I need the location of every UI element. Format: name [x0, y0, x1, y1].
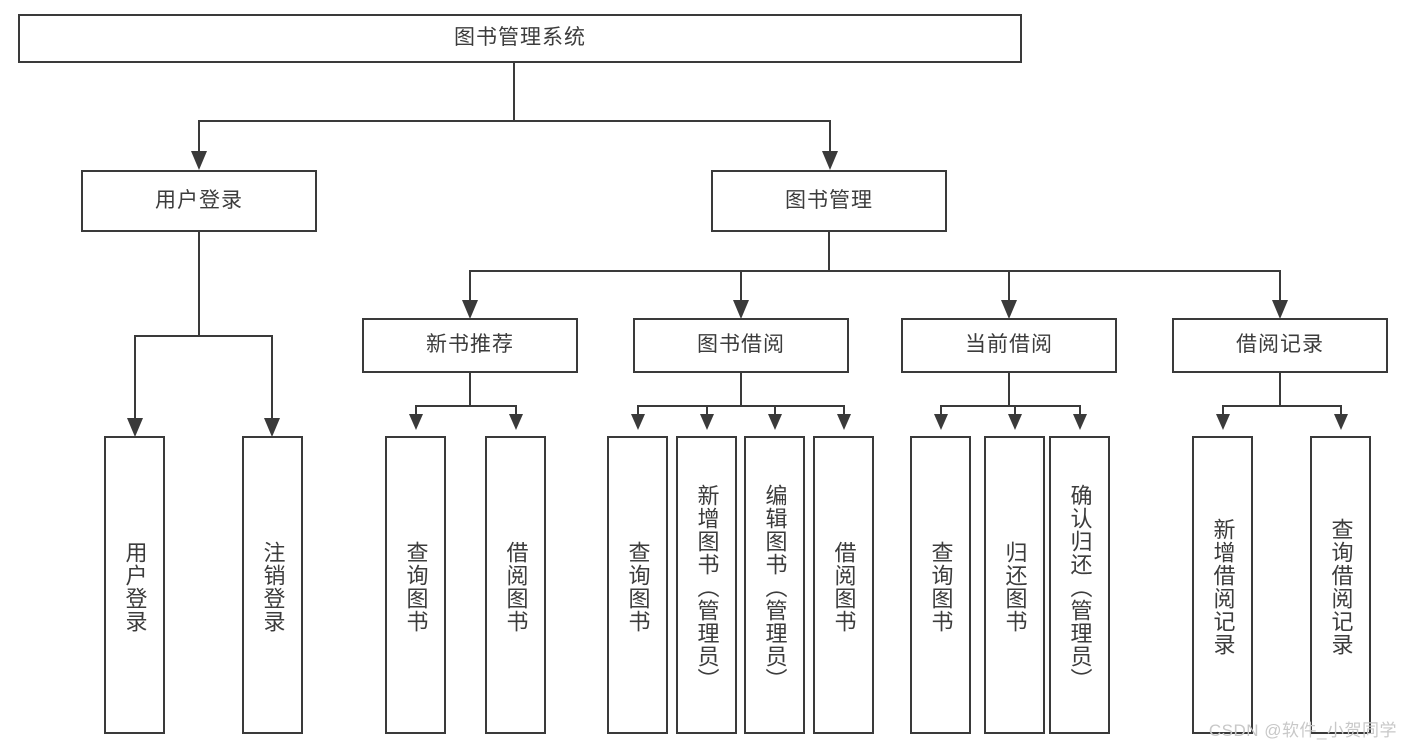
node-new-book-recommend-label: 新书推荐 [426, 333, 514, 357]
connector-bookmgmt-bus [469, 270, 1280, 272]
connector-bookborrow-drop-3 [774, 405, 776, 415]
connector-borrowrecord-drop-1 [1222, 405, 1224, 415]
arrowhead-currentborrow-leaf-1 [934, 414, 948, 430]
connector-currentborrow-drop-3 [1079, 405, 1081, 415]
connector-bookborrow-drop-2 [706, 405, 708, 415]
node-borrow-record[interactable]: 借阅记录 [1172, 318, 1388, 373]
leaf-borrow-books-label: 借阅图书 [831, 541, 857, 633]
leaf-confirm-return-admin-label: 确认归还（管理员） [1067, 483, 1093, 691]
leaf-confirm-return-admin[interactable]: 确认归还（管理员） [1049, 436, 1110, 734]
node-user-login[interactable]: 用户登录 [81, 170, 317, 232]
arrowhead-bookborrow-leaf-1 [631, 414, 645, 430]
connector-currentborrow-stem [1008, 373, 1010, 405]
connector-borrowrecord-drop-2 [1340, 405, 1342, 415]
connector-root-drop-right [829, 120, 831, 152]
connector-currentborrow-drop-1 [940, 405, 942, 415]
connector-newbook-bus [415, 405, 516, 407]
connector-root-drop-left [198, 120, 200, 152]
arrowhead-currentborrow-leaf-2 [1008, 414, 1022, 430]
leaf-newbook-borrow-books[interactable]: 借阅图书 [485, 436, 546, 734]
connector-userlogin-bus [134, 335, 273, 337]
connector-bookborrow-bus [637, 405, 844, 407]
node-book-borrow[interactable]: 图书借阅 [633, 318, 849, 373]
arrowhead-newbook-leaf-2 [509, 414, 523, 430]
arrowhead-borrowrecord-leaf-1 [1216, 414, 1230, 430]
leaf-borrow-query-books[interactable]: 查询图书 [607, 436, 668, 734]
node-current-borrow-label: 当前借阅 [965, 333, 1053, 357]
connector-newbook-drop-2 [515, 405, 517, 415]
leaf-edit-book-admin-label: 编辑图书（管理员） [762, 483, 788, 691]
arrowhead-to-book-mgmt [822, 151, 838, 170]
arrowhead-to-current-borrow [1001, 300, 1017, 319]
leaf-add-book-admin[interactable]: 新增图书（管理员） [676, 436, 737, 734]
node-borrow-record-label: 借阅记录 [1236, 333, 1324, 357]
arrowhead-newbook-leaf-1 [409, 414, 423, 430]
node-book-borrow-label: 图书借阅 [697, 333, 785, 357]
arrowhead-userlogin-leaf-1 [127, 418, 143, 437]
leaf-add-borrow-record[interactable]: 新增借阅记录 [1192, 436, 1253, 734]
connector-bookborrow-drop-4 [843, 405, 845, 415]
arrowhead-to-borrow-record [1272, 300, 1288, 319]
connector-userlogin-drop-1 [134, 335, 136, 419]
leaf-current-query-books-label: 查询图书 [928, 541, 954, 633]
arrowhead-borrowrecord-leaf-2 [1334, 414, 1348, 430]
connector-bookmgmt-stem [828, 232, 830, 270]
node-root-label: 图书管理系统 [454, 26, 586, 50]
arrowhead-to-user-login [191, 151, 207, 170]
connector-userlogin-stem [198, 232, 200, 335]
connector-bookmgmt-drop-4 [1279, 270, 1281, 301]
connector-borrowrecord-bus [1222, 405, 1340, 407]
connector-currentborrow-drop-2 [1014, 405, 1016, 415]
leaf-newbook-borrow-books-label: 借阅图书 [503, 541, 529, 633]
arrowhead-bookborrow-leaf-4 [837, 414, 851, 430]
leaf-newbook-query-books[interactable]: 查询图书 [385, 436, 446, 734]
node-book-management[interactable]: 图书管理 [711, 170, 947, 232]
node-new-book-recommend[interactable]: 新书推荐 [362, 318, 578, 373]
leaf-edit-book-admin[interactable]: 编辑图书（管理员） [744, 436, 805, 734]
connector-root-stem [513, 63, 515, 120]
leaf-borrow-query-books-label: 查询图书 [625, 541, 651, 633]
leaf-query-borrow-record[interactable]: 查询借阅记录 [1310, 436, 1371, 734]
connector-borrowrecord-stem [1279, 373, 1281, 405]
connector-newbook-drop-1 [415, 405, 417, 415]
node-current-borrow[interactable]: 当前借阅 [901, 318, 1117, 373]
leaf-return-books[interactable]: 归还图书 [984, 436, 1045, 734]
connector-bookborrow-drop-1 [637, 405, 639, 415]
leaf-borrow-books[interactable]: 借阅图书 [813, 436, 874, 734]
node-user-login-label: 用户登录 [155, 188, 243, 212]
leaf-add-book-admin-label: 新增图书（管理员） [694, 483, 720, 691]
leaf-query-borrow-record-label: 查询借阅记录 [1328, 518, 1354, 656]
leaf-add-borrow-record-label: 新增借阅记录 [1210, 518, 1236, 656]
node-book-management-label: 图书管理 [785, 188, 873, 212]
arrowhead-userlogin-leaf-2 [264, 418, 280, 437]
arrowhead-currentborrow-leaf-3 [1073, 414, 1087, 430]
leaf-user-login-label: 用户登录 [122, 541, 148, 633]
leaf-newbook-query-books-label: 查询图书 [403, 541, 429, 633]
leaf-current-query-books[interactable]: 查询图书 [910, 436, 971, 734]
leaf-logout-label: 注销登录 [260, 541, 286, 633]
arrowhead-bookborrow-leaf-3 [768, 414, 782, 430]
arrowhead-to-new-books [462, 300, 478, 319]
node-root[interactable]: 图书管理系统 [18, 14, 1022, 63]
connector-bookmgmt-drop-1 [469, 270, 471, 301]
connector-bookmgmt-drop-2 [740, 270, 742, 301]
connector-newbook-stem [469, 373, 471, 405]
arrowhead-bookborrow-leaf-2 [700, 414, 714, 430]
connector-currentborrow-bus [940, 405, 1080, 407]
connector-userlogin-drop-2 [271, 335, 273, 419]
leaf-return-books-label: 归还图书 [1002, 541, 1028, 633]
connector-bookborrow-stem [740, 373, 742, 405]
leaf-logout[interactable]: 注销登录 [242, 436, 303, 734]
connector-bookmgmt-drop-3 [1008, 270, 1010, 301]
arrowhead-to-book-borrow [733, 300, 749, 319]
leaf-user-login[interactable]: 用户登录 [104, 436, 165, 734]
connector-root-bus [198, 120, 831, 122]
